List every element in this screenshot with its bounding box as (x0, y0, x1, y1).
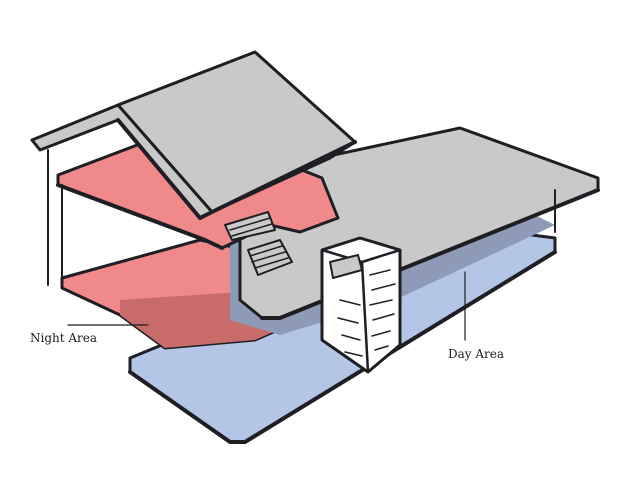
upper-day-wing-edge (260, 188, 600, 320)
gable-roof-eave (116, 118, 357, 220)
day-area-label: Day Area (448, 347, 505, 361)
support-posts (47, 149, 556, 331)
night-area-label: Night Area (30, 331, 98, 345)
upper-night-wing-edge (56, 183, 224, 250)
lower-day-slab-edge (128, 250, 557, 444)
interior-stair (224, 211, 293, 276)
masonry-tower (320, 236, 402, 374)
